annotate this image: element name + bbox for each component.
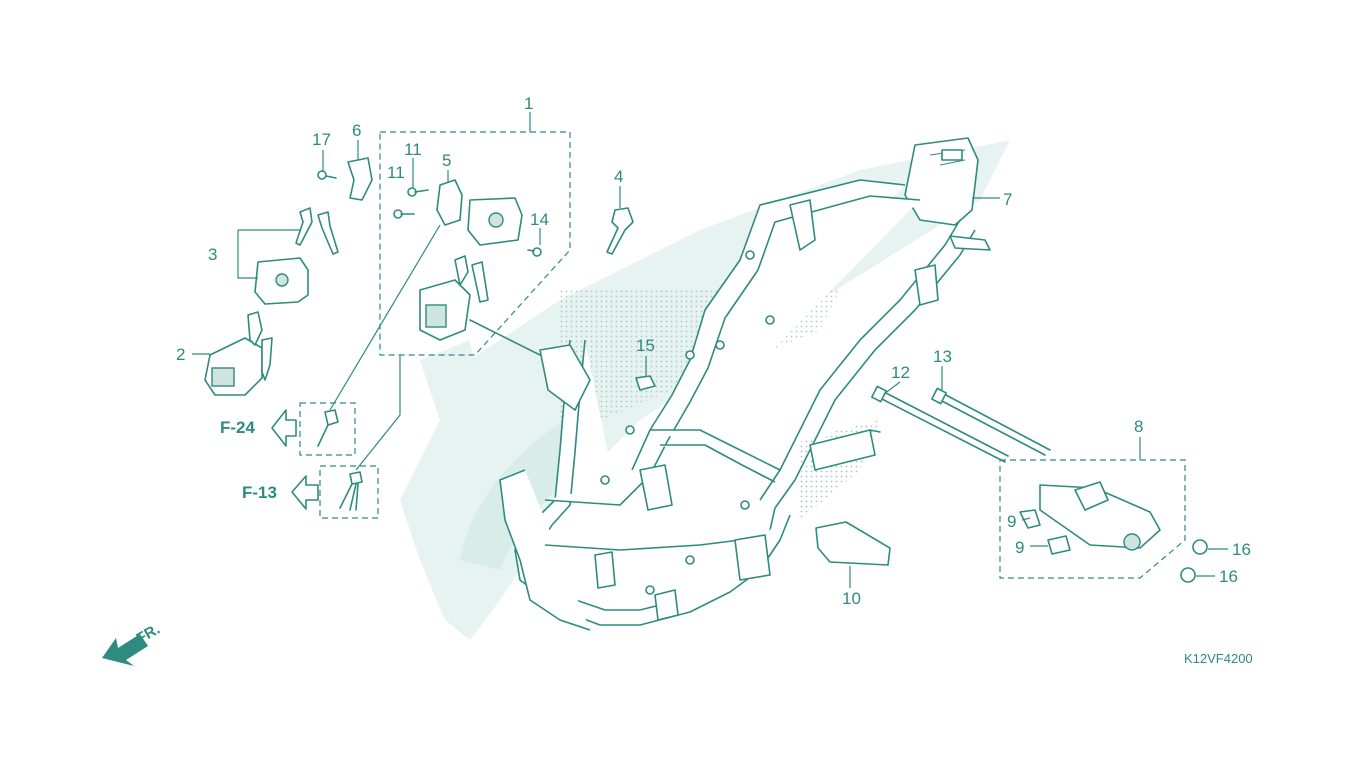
plate-10	[815, 521, 891, 566]
arrow-left-outline-icon	[291, 475, 319, 510]
key-4	[606, 207, 634, 255]
callout-4: 4	[614, 167, 623, 186]
clip-6	[347, 157, 373, 201]
callout-6: 6	[352, 121, 361, 140]
callout-1: 1	[524, 94, 533, 113]
frame-body	[469, 137, 991, 631]
callout-16-lower: 16	[1219, 567, 1238, 586]
callout-7: 7	[1003, 190, 1012, 209]
callout-numbers: 1 2 3 4 5 6 7 8 9 9 10 11 11 12 13 14 15…	[176, 94, 1251, 608]
lock-assembly-1	[393, 179, 542, 341]
callout-2: 2	[176, 345, 185, 364]
diagram-code: K12VF4200	[1184, 651, 1253, 666]
callout-17: 17	[312, 130, 331, 149]
leader-lines	[192, 112, 1228, 588]
callout-11-lower: 11	[387, 163, 405, 182]
callout-12: 12	[891, 363, 910, 382]
ref-arrow-f24[interactable]: F-24	[220, 409, 297, 447]
callout-5: 5	[442, 151, 451, 170]
connector-inset-f24	[317, 409, 339, 447]
lock-set-2	[204, 311, 273, 396]
connector-inset-f13	[339, 471, 363, 511]
callout-9-upper: 9	[1007, 512, 1016, 531]
group-brackets	[299, 131, 1186, 579]
long-bolts	[871, 385, 1051, 463]
callout-3: 3	[208, 245, 217, 264]
front-direction: FR.	[102, 621, 163, 666]
callout-16-upper: 16	[1232, 540, 1251, 559]
callout-9-lower: 9	[1015, 538, 1024, 557]
screw-17	[317, 170, 337, 180]
callout-13: 13	[933, 347, 952, 366]
reference-f13-label: F-13	[242, 483, 277, 502]
callout-14: 14	[530, 210, 549, 229]
callout-10: 10	[842, 589, 861, 608]
fuel-pump-bracket-8	[1019, 481, 1208, 583]
ref-arrow-f13[interactable]: F-13	[242, 475, 319, 510]
arrow-left-outline-icon	[271, 409, 297, 447]
callout-8: 8	[1134, 417, 1143, 436]
callout-15: 15	[636, 336, 655, 355]
lock-set-3	[254, 207, 339, 305]
reference-f24-label: F-24	[220, 418, 256, 437]
callout-11-upper: 11	[404, 140, 422, 159]
bolt-15	[635, 375, 656, 391]
arrow-down-left-icon	[102, 634, 148, 666]
